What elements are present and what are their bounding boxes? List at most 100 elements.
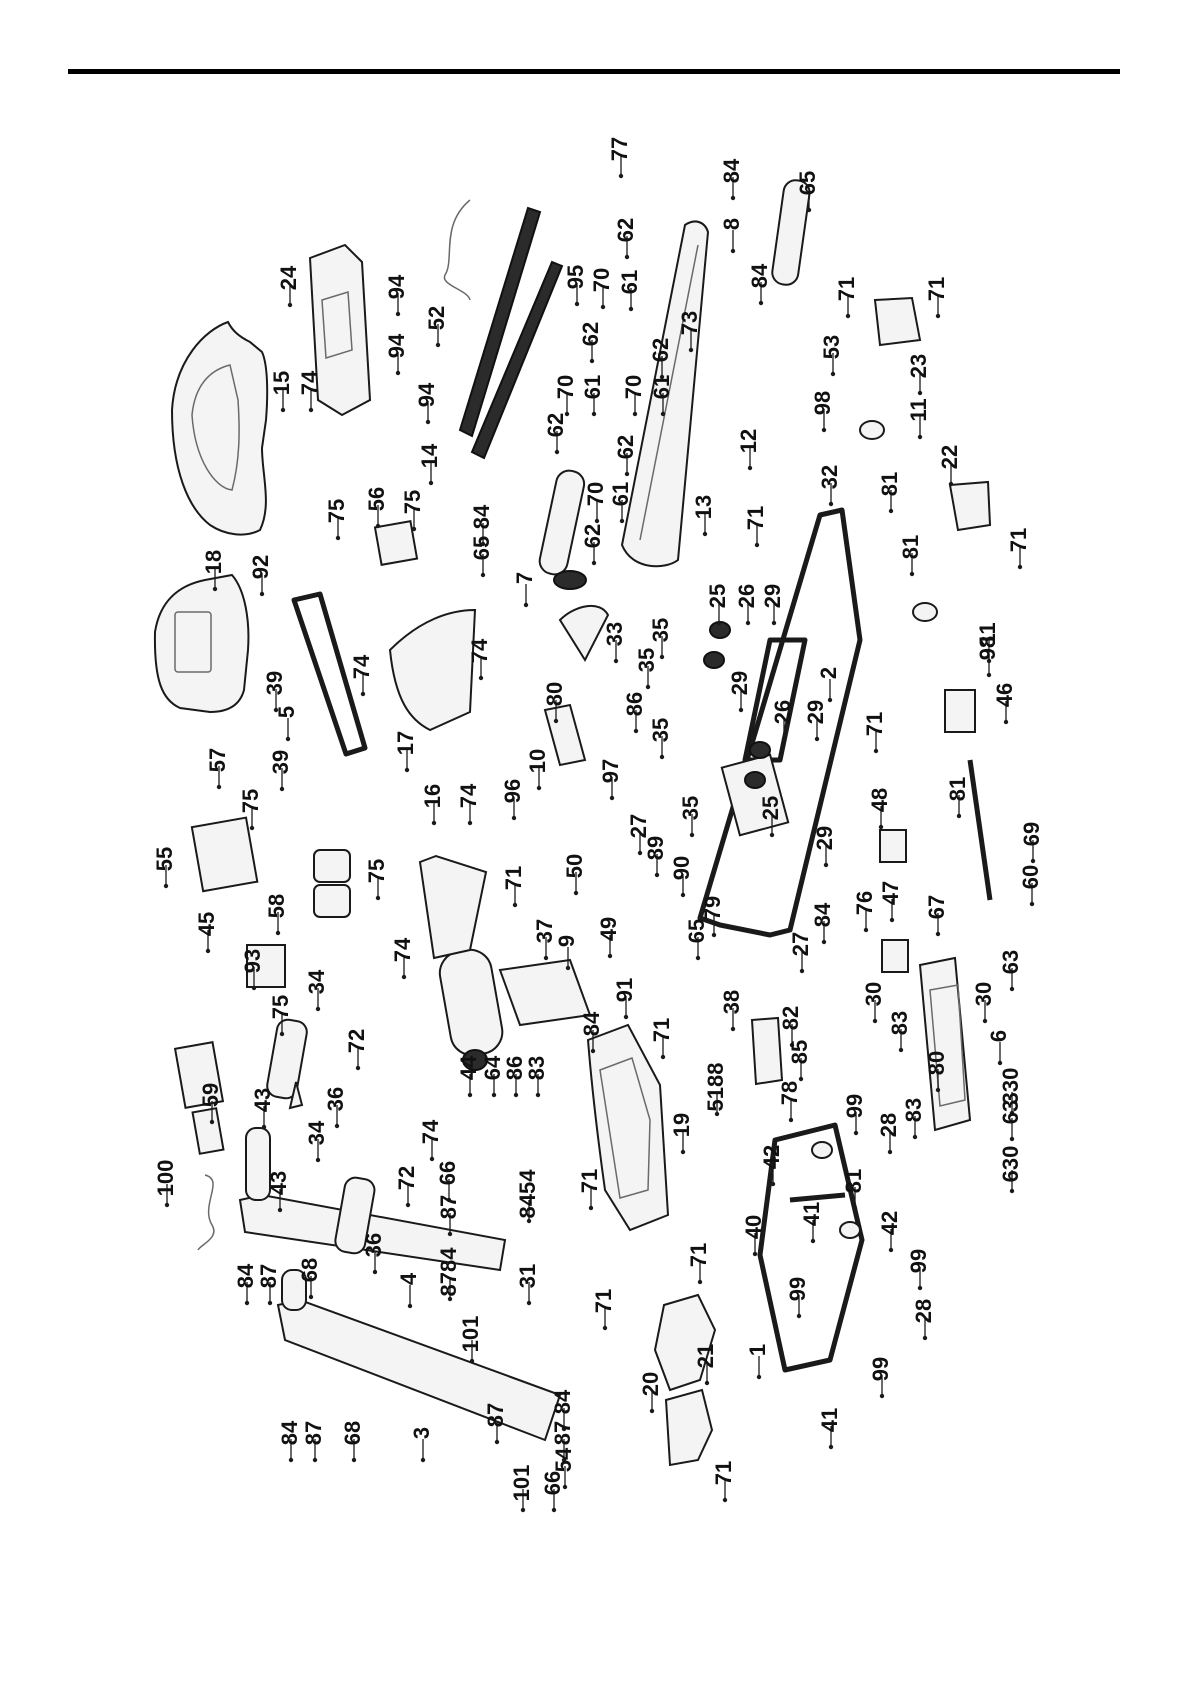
callout-dot: [285, 736, 291, 742]
callout-dot: [917, 434, 923, 440]
callout-number: 94: [414, 382, 439, 407]
callout-330: 330: [998, 1068, 1023, 1116]
callout-number: 70: [621, 375, 646, 399]
callout-number: 80: [924, 1051, 949, 1075]
callout-99: 99: [868, 1357, 893, 1399]
base-frame: [757, 1122, 865, 1373]
callout-number: 28: [911, 1299, 936, 1323]
callout-28: 28: [876, 1113, 901, 1155]
callout-number: 34: [304, 1120, 329, 1145]
callout-number: 99: [842, 1094, 867, 1118]
callout-dot: [821, 939, 827, 945]
callout-dot: [1030, 858, 1036, 864]
callout-number: 4: [396, 1272, 421, 1285]
callout-dot: [480, 541, 486, 547]
callout-71: 71: [924, 277, 949, 319]
callout-number: 66: [540, 1471, 565, 1495]
callout-dot: [360, 691, 366, 697]
drive-motor: [438, 948, 504, 1057]
callout-94: 94: [384, 274, 409, 317]
callout-dot: [745, 620, 751, 626]
callout-number: 23: [906, 354, 931, 378]
handle-cap-upper: [873, 296, 922, 347]
base-wheel-upper: [811, 1141, 833, 1159]
callout-73: 73: [677, 311, 702, 353]
electronics-cover: [418, 854, 488, 960]
callout-50: 50: [562, 854, 587, 896]
callout-number: 11: [906, 398, 931, 421]
motor-belt: [558, 605, 610, 663]
callout-dot: [1017, 564, 1023, 570]
callout-61: 61: [580, 375, 605, 417]
callout-21: 21: [693, 1344, 718, 1386]
callout-71: 71: [1006, 528, 1031, 570]
callout-dot: [574, 301, 580, 307]
callout-6: 6: [986, 1030, 1011, 1066]
callout-65: 65: [795, 171, 820, 213]
callout-number: 75: [268, 995, 293, 1019]
callout-number: 76: [852, 891, 877, 915]
callout-dot: [781, 736, 787, 742]
callout-number: 7: [512, 572, 537, 584]
callout-dot: [754, 542, 760, 548]
frame-roller-d: [744, 771, 766, 789]
callout-dot: [279, 1031, 285, 1037]
callout-number: 93: [240, 949, 265, 973]
motor-cover-inner: [599, 1057, 651, 1199]
callout-61: 61: [649, 375, 674, 417]
callout-dot: [273, 707, 279, 713]
callout-dot: [467, 820, 473, 826]
bracket-plate-78: [750, 1016, 784, 1086]
callout-number: 95: [563, 265, 588, 289]
callout-dot: [624, 471, 630, 477]
callout-75: 75: [364, 859, 389, 901]
lower-board-box-a: [313, 849, 351, 883]
callout-37: 37: [532, 919, 557, 961]
bracket-plate-48: [879, 829, 907, 863]
callout-number: 61: [617, 270, 642, 294]
callout-dot: [828, 1444, 834, 1450]
callout-number: 33: [602, 622, 627, 646]
end-cap-right: [664, 1388, 714, 1467]
callout-number: 81: [945, 777, 970, 801]
callout-93: 93: [240, 949, 265, 991]
callout-8: 8: [719, 218, 744, 254]
callout-dot: [251, 985, 257, 991]
callout-number: 74: [390, 937, 415, 962]
callout-20: 20: [638, 1372, 663, 1414]
callout-58: 58: [264, 894, 289, 936]
callout-number: 21: [693, 1344, 718, 1368]
lift-actuator: [967, 759, 993, 901]
callout-number: 74: [456, 783, 481, 808]
callout-75: 75: [400, 490, 425, 532]
callout-72: 72: [394, 1166, 419, 1208]
callout-77: 77: [607, 137, 632, 179]
callout-27: 27: [626, 814, 651, 856]
callout-number: 101: [458, 1316, 483, 1353]
callout-dot: [711, 932, 717, 938]
callout-number: 43: [266, 1171, 291, 1195]
callout-number: 68: [297, 1258, 322, 1282]
callout-dot: [395, 370, 401, 376]
callout-dot: [796, 1313, 802, 1319]
callout-number: 19: [669, 1113, 694, 1137]
handlebar-tube-upper: [266, 1018, 308, 1100]
callout-47: 47: [878, 881, 903, 923]
callout-number: 61: [649, 375, 674, 399]
callout-dot: [889, 917, 895, 923]
callout-70: 70: [583, 482, 608, 524]
callout-64: 64: [480, 1055, 505, 1098]
callout-dot: [590, 1048, 596, 1054]
callout-number: 78: [777, 1081, 802, 1105]
upright-left: [276, 1298, 562, 1442]
callout-87: 87: [301, 1421, 326, 1463]
callout-35: 35: [634, 648, 659, 690]
callout-26: 26: [734, 584, 759, 626]
callout-dot: [513, 1092, 519, 1098]
callout-dot: [536, 785, 542, 791]
callout-62: 62: [613, 218, 638, 260]
callout-62: 62: [648, 338, 673, 380]
callout-95: 95: [563, 265, 588, 307]
callout-number: 62: [648, 338, 673, 362]
